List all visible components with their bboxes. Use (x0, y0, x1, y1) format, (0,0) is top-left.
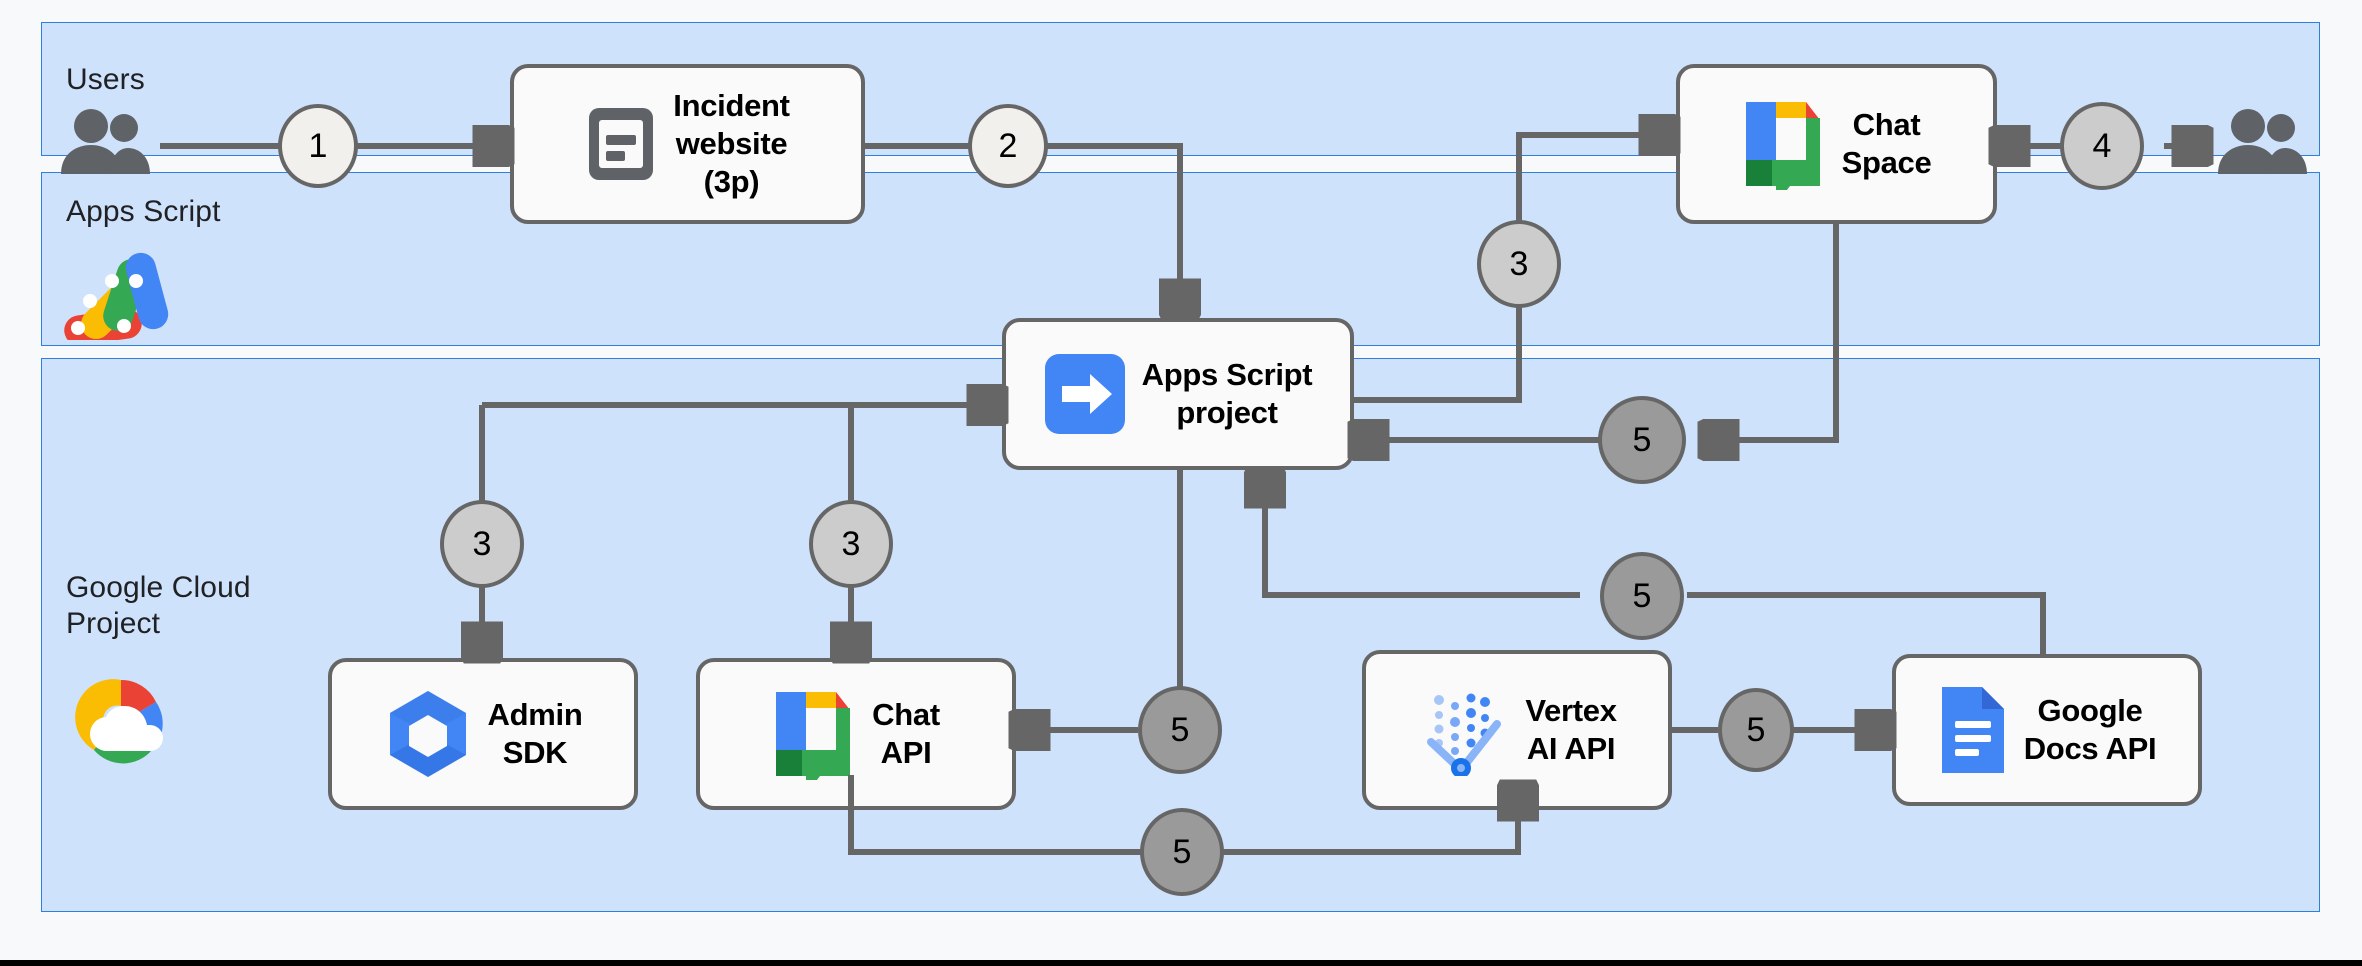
node-label: Vertex AI API (1525, 693, 1617, 766)
apps-script-project-icon (1044, 353, 1126, 435)
users-left-people-icon (58, 108, 158, 180)
node-label: Chat API (872, 697, 940, 770)
band-title-apps-script: Apps Script (66, 195, 221, 228)
step-badge-4: 4 (2060, 102, 2144, 190)
google-docs-icon (1938, 685, 2008, 775)
node-label: Admin SDK (487, 697, 583, 770)
node-apps-script-project[interactable]: Apps Script project (1002, 318, 1354, 470)
node-incident-website[interactable]: Incident website (3p) (510, 64, 865, 224)
vertex-ai-icon (1417, 684, 1509, 776)
website-icon (585, 104, 657, 184)
band-title-google-cloud: Google Cloud Project (66, 571, 251, 640)
node-chat-space[interactable]: Chat Space (1676, 64, 1997, 224)
node-label: Chat Space (1841, 107, 1932, 180)
admin-sdk-icon (384, 688, 472, 780)
node-chat-api[interactable]: Chat API (696, 658, 1016, 810)
node-google-docs-api[interactable]: Google Docs API (1892, 654, 2202, 806)
step-badge-5-vertex-docs: 5 (1718, 688, 1794, 772)
node-label: Incident website (3p) (673, 88, 790, 199)
step-badge-2: 2 (968, 104, 1048, 188)
node-admin-sdk[interactable]: Admin SDK (328, 658, 638, 810)
step-badge-5-chat-space: 5 (1598, 396, 1686, 484)
apps-script-logo-icon (62, 250, 172, 346)
step-badge-1: 1 (278, 104, 358, 188)
node-label: Google Docs API (2023, 693, 2157, 766)
step-badge-5-docs-to-script: 5 (1600, 552, 1684, 640)
step-badge-3-admin-sdk: 3 (440, 500, 524, 588)
step-badge-3-chat-api: 3 (809, 500, 893, 588)
node-vertex-ai-api[interactable]: Vertex AI API (1362, 650, 1672, 810)
band-title-users: Users (66, 63, 145, 96)
step-badge-5-chatapi-vertex: 5 (1140, 808, 1224, 896)
google-chat-icon (1742, 98, 1826, 190)
users-right-people-icon (2215, 108, 2315, 180)
node-label: Apps Script project (1141, 357, 1313, 430)
google-cloud-logo-icon (64, 672, 179, 767)
google-chat-icon (772, 688, 856, 780)
step-badge-5-chat-api: 5 (1138, 686, 1222, 774)
step-badge-3-chat-space: 3 (1477, 220, 1561, 308)
